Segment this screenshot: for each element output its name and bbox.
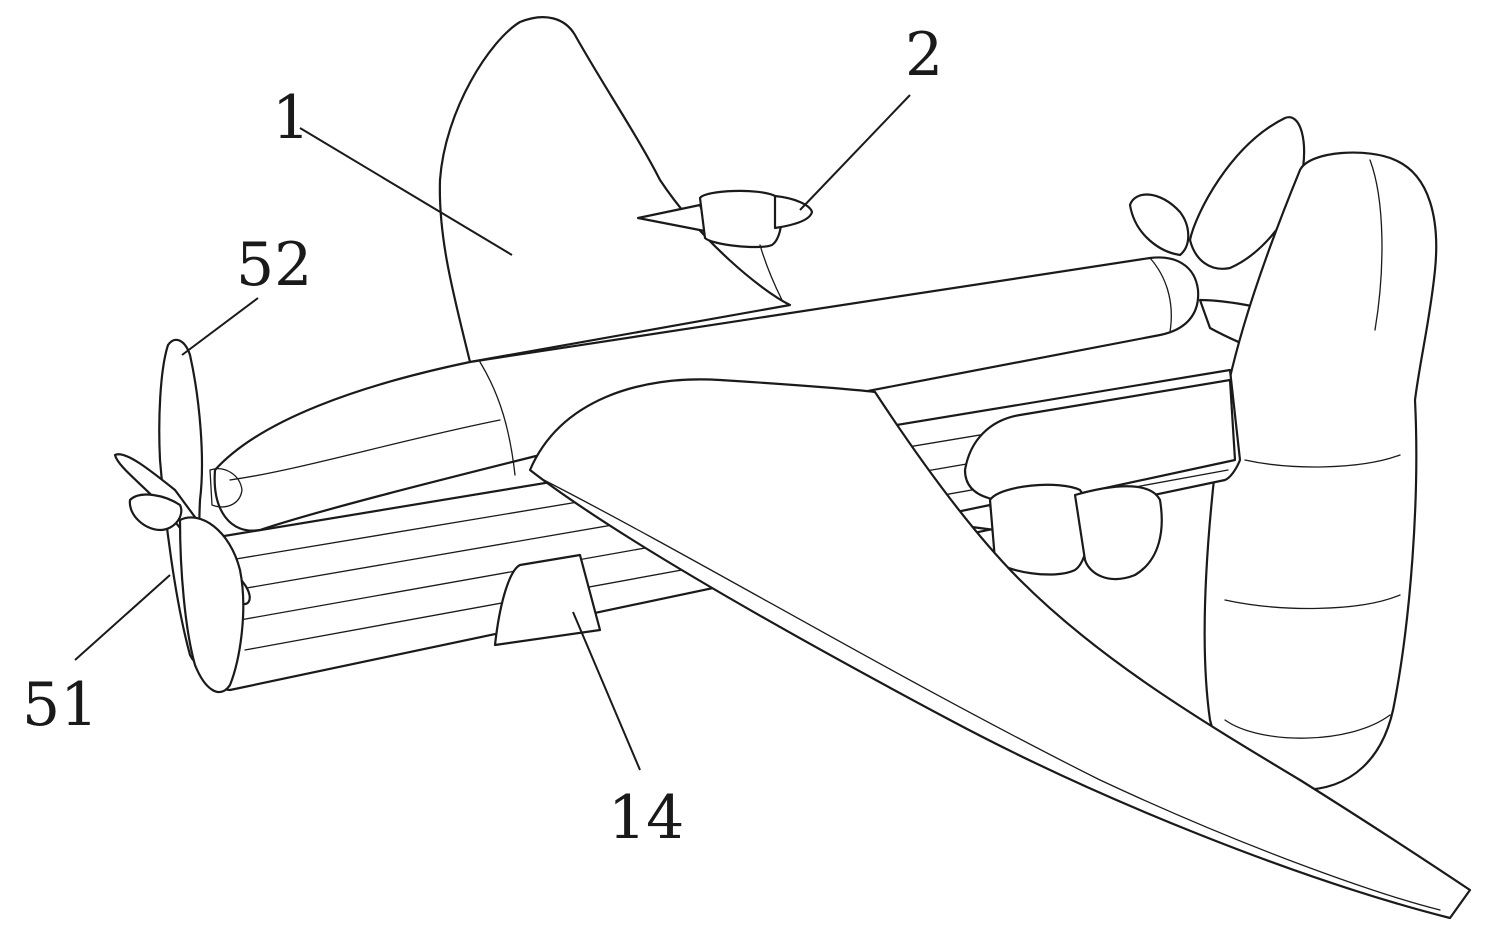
leader-line-52: [182, 298, 258, 355]
leader-line-2: [800, 95, 910, 210]
leader-line-14: [573, 612, 640, 770]
leader-line-51: [75, 575, 170, 660]
vertical-fin: [440, 17, 790, 362]
label-14: 14: [608, 783, 684, 853]
label-2: 2: [905, 20, 943, 90]
label-52: 52: [236, 230, 312, 300]
label-51: 51: [22, 670, 98, 740]
label-1: 1: [272, 83, 310, 153]
